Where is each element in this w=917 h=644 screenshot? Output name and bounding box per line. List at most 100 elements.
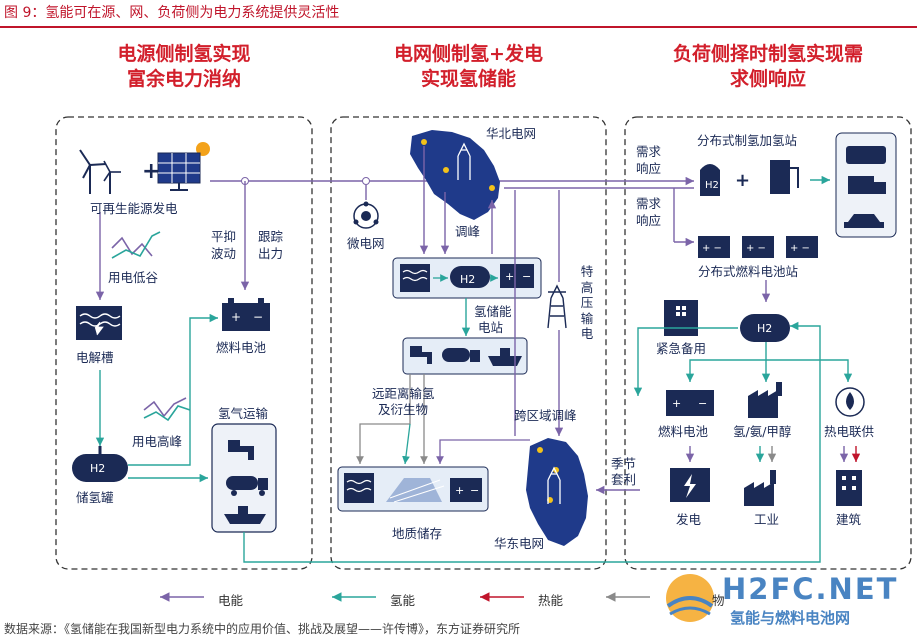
svg-text:+: + <box>735 170 750 191</box>
microgrid-icon <box>353 201 379 229</box>
high-demand-label: 用电高峰 <box>132 434 183 449</box>
load-title-line1: 负荷侧择时制氢实现需 <box>672 43 863 65</box>
svg-text:+ −: + − <box>702 243 722 254</box>
grid-section-title: 电网侧制氢+发电 实现氢储能 <box>331 42 606 92</box>
load-section-title: 负荷侧择时制氢实现需 求侧响应 <box>625 42 911 92</box>
svg-text:−: − <box>522 270 531 283</box>
fuel-cell-station-icons: + − + − + − <box>698 236 818 258</box>
power-gen-label: 发电 <box>676 512 702 527</box>
cross-region-label: 跨区域调峰 <box>514 408 577 423</box>
source-note: 数据来源：《氢储能在我国新型电力系统中的应用价值、挑战及展望——许传博》，东方证… <box>4 622 521 636</box>
east-grid-label: 华东电网 <box>494 536 545 551</box>
legend-heat-label: 热能 <box>538 593 564 608</box>
load-tank-h2-symbol: H2 <box>757 322 773 335</box>
svg-text:−: − <box>698 397 707 410</box>
industry-label: 工业 <box>754 512 780 527</box>
chp-label: 热电联供 <box>824 424 875 439</box>
tank-to-emergency-line <box>633 327 738 396</box>
tank-to-fuelcell-line <box>685 342 767 382</box>
peak-shaving-label: 调峰 <box>455 224 481 239</box>
bodong-label: 波动 <box>211 246 237 261</box>
renewable-label: 可再生能源发电 <box>90 201 178 216</box>
transport-to-storage-line <box>356 374 411 464</box>
hydrogen-return-line <box>243 321 821 563</box>
load-fuel-cell-icon: + − <box>666 390 714 416</box>
junction-node <box>362 177 370 185</box>
uhv-tower-icon <box>547 284 567 329</box>
building-icon <box>836 470 862 506</box>
north-grid-label: 华北电网 <box>486 126 537 141</box>
pingyi-label: 平抑 <box>211 229 237 244</box>
svg-text:−: − <box>253 310 263 324</box>
h2-station-label: 分布式制氢加氢站 <box>697 133 798 148</box>
low-demand-label: 用电低谷 <box>108 270 159 285</box>
svg-text:+: + <box>672 397 681 410</box>
solar-panel-icon <box>157 142 210 191</box>
grid-panel <box>330 116 607 570</box>
svg-text:+ −: + − <box>746 243 766 254</box>
east-to-storage-line <box>436 439 530 464</box>
station-h2-symbol: H2 <box>705 180 719 191</box>
emergency-hospital-icon <box>664 300 698 336</box>
source-panel <box>55 116 313 570</box>
microgrid-label: 微电网 <box>347 236 385 251</box>
long-distance-transport-box <box>402 337 528 375</box>
watermark-main: H2FC.NET <box>722 572 899 606</box>
svg-text:+ −: + − <box>790 243 810 254</box>
demand-response-2-line1: 需求 <box>636 196 662 211</box>
high-demand-trend-icon <box>143 397 191 422</box>
electrolyzer-icon <box>76 306 122 340</box>
vehicles-box <box>835 132 897 238</box>
legend-material-label: 物 <box>712 593 725 608</box>
long-distance-label-line1: 远距离输氢 <box>372 386 435 401</box>
h2-tank-symbol: H2 <box>90 462 106 475</box>
h2-plant-label-line1: 氢储能 <box>474 304 512 319</box>
power-generation-icon <box>670 468 710 502</box>
grid-title-line1: 电网侧制氢+发电 <box>394 43 543 65</box>
chp-fire-icon <box>835 387 865 417</box>
chuli-label: 出力 <box>258 246 284 261</box>
transport-to-storage-line <box>402 423 411 465</box>
source-section-title: 电源侧制氢实现 富余电力消纳 <box>56 42 312 92</box>
emergency-label: 紧急备用 <box>656 341 707 356</box>
demand-response-1-line2: 响应 <box>636 161 662 176</box>
uhv-label: 特高压输电 <box>580 264 594 341</box>
svg-text:+: + <box>231 310 241 324</box>
wind-turbine-icon <box>79 149 121 194</box>
legend-hydrogen-label: 氢能 <box>390 593 416 608</box>
source-title-line1: 电源侧制氢实现 <box>117 43 251 65</box>
hydrogen-line-to-fuelcell <box>128 313 218 466</box>
fuel-cell-load-label: 燃料电池 <box>658 424 709 439</box>
demand-response-1-line1: 需求 <box>636 144 662 159</box>
h2-transport-label: 氢气运输 <box>218 406 269 421</box>
east-china-grid-map <box>526 438 588 546</box>
load-panel <box>624 116 912 570</box>
plus-sign: + <box>142 159 160 184</box>
h2-tank-label: 储氢罐 <box>76 490 114 505</box>
svg-text:−: − <box>470 484 479 497</box>
long-distance-label-line2: 及衍生物 <box>378 402 429 417</box>
h2-storage-plant-box: + − <box>392 257 542 299</box>
legend-electric-label: 电能 <box>218 593 244 608</box>
hydrogen-tank-icon <box>72 446 128 482</box>
tank-to-chp-line <box>766 359 853 382</box>
title-underline <box>0 26 917 28</box>
h2-plant-label-line2: 电站 <box>478 320 504 335</box>
electrolyzer-label: 电解槽 <box>76 350 114 365</box>
watermark-logo <box>666 574 714 622</box>
seasonal-label-line1: 季节 <box>611 456 637 471</box>
geo-storage-label: 地质储存 <box>392 526 443 541</box>
building-label: 建筑 <box>836 512 862 527</box>
fc-station-label: 分布式燃料电池站 <box>698 264 799 279</box>
genzong-label: 跟踪 <box>258 229 284 244</box>
fuel-cell-source-label: 燃料电池 <box>216 340 267 355</box>
fuel-cell-source-icon: + − <box>222 298 270 331</box>
svg-text:+: + <box>455 484 464 497</box>
grid-title-line2: 实现氢储能 <box>420 68 516 90</box>
figure-title: 图 9：氢能可在源、网、负荷侧为电力系统提供灵活性 <box>4 5 340 21</box>
watermark-sub: 氢能与燃料电池网 <box>730 609 851 627</box>
demand-response-2-line2: 响应 <box>636 213 662 228</box>
hydrogen-transport-box <box>211 423 277 533</box>
plant-h2-symbol: H2 <box>460 273 476 286</box>
